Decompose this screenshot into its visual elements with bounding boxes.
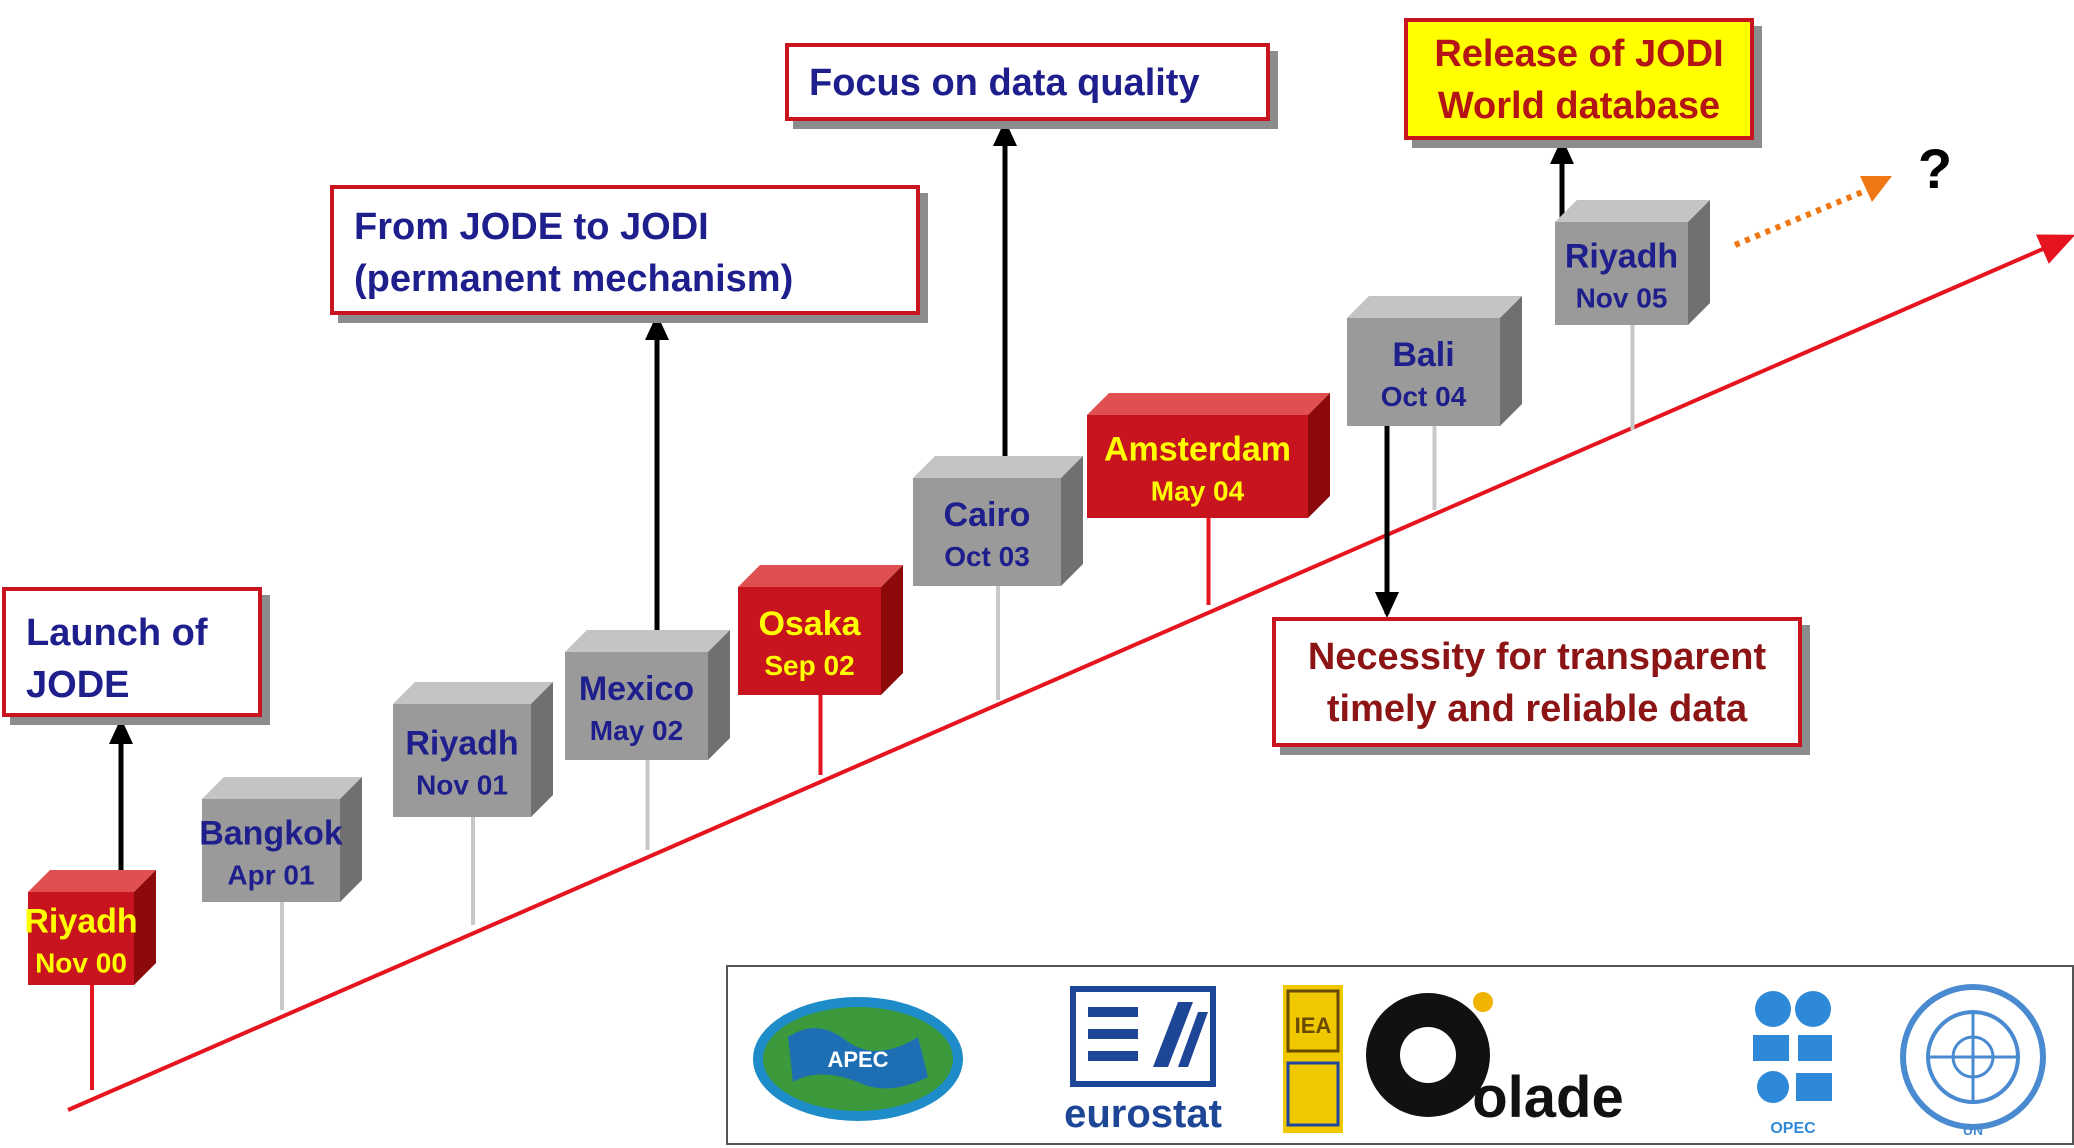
milestone-face — [393, 704, 531, 817]
milestone-date: Oct 04 — [1381, 381, 1467, 412]
callout-launch: Launch of JODE — [2, 587, 262, 717]
apec-logo: APEC — [753, 997, 963, 1121]
eurostat-logo: eurostat — [1064, 986, 1222, 1136]
milestone-face — [913, 478, 1061, 586]
up-arrow-icon-head — [645, 314, 669, 340]
milestone-city: Riyadh — [405, 725, 518, 763]
milestone-city: Mexico — [579, 670, 694, 708]
milestone-date: Apr 01 — [227, 860, 314, 891]
callout-jode-to-jodi: From JODE to JODI (permanent mechanism) — [330, 185, 920, 315]
callout-release: Release of JODI World database — [1404, 18, 1754, 140]
milestone-face — [1555, 222, 1688, 325]
milestone-date: Nov 01 — [416, 770, 508, 801]
milestone-date: Sep 02 — [764, 650, 854, 681]
callout-release-line1: Release of JODI — [1434, 33, 1724, 75]
callout-data-quality: Focus on data quality — [785, 43, 1270, 121]
iea-logo: IEA — [1283, 985, 1343, 1133]
milestone-date: May 04 — [1151, 476, 1245, 507]
milestone-face — [1087, 415, 1308, 518]
un-logo: UN — [1900, 984, 2046, 1138]
milestone-date: Oct 03 — [944, 541, 1030, 572]
partner-logos: APEC eurostat IEA olade — [726, 965, 2074, 1145]
dotted-arrow-icon — [1733, 185, 1874, 248]
milestone-city: Amsterdam — [1104, 431, 1291, 469]
milestone-date: May 02 — [590, 715, 683, 746]
milestone-city: Riyadh — [24, 903, 137, 941]
up-arrow-icon-head — [109, 718, 133, 744]
callout-release-line2: World database — [1437, 85, 1721, 127]
callout-necessity-line1: Necessity for transparent — [1307, 636, 1767, 678]
milestone-face — [202, 799, 340, 902]
milestone-city: Osaka — [758, 605, 861, 643]
milestone-date: Nov 00 — [35, 948, 127, 979]
callout-launch-line1: Launch of — [26, 612, 208, 654]
callout-launch-line2: JODE — [26, 664, 130, 706]
callout-jode-to-jodi-line2: (permanent mechanism) — [354, 258, 794, 300]
milestone-city: Bangkok — [199, 815, 343, 853]
callout-data-quality-line1: Focus on data quality — [809, 62, 1200, 104]
up-arrow-icon-head — [1550, 138, 1574, 164]
callout-jode-to-jodi-line1: From JODE to JODI — [354, 206, 709, 248]
milestone-date: Nov 05 — [1576, 283, 1668, 314]
down-arrow-icon-head — [1375, 592, 1399, 618]
eurostat-logo-text: eurostat — [1064, 1092, 1222, 1136]
dotted-arrow-head — [1860, 176, 1892, 202]
milestone-city: Cairo — [944, 496, 1031, 534]
up-arrow-icon-head — [993, 120, 1017, 146]
milestone-face — [565, 652, 708, 760]
olade-logo-text: olade — [1472, 1065, 1624, 1130]
un-logo-text: UN — [1963, 1122, 1983, 1138]
iea-logo-text: IEA — [1295, 1013, 1332, 1038]
apec-logo-text: APEC — [827, 1047, 888, 1072]
future-question-mark: ? — [1918, 137, 1952, 200]
timeline-line — [67, 234, 2074, 1112]
opec-logo-text: OPEC — [1770, 1120, 1816, 1137]
milestone-city: Riyadh — [1565, 238, 1678, 276]
milestone-face — [28, 892, 134, 985]
callout-necessity: Necessity for transparent timely and rel… — [1272, 617, 1802, 747]
callout-necessity-line2: timely and reliable data — [1326, 688, 1748, 730]
milestone-city: Bali — [1392, 336, 1454, 374]
milestone-face — [1347, 318, 1500, 426]
olade-logo: olade — [1366, 992, 1624, 1130]
opec-logo: OPEC — [1753, 991, 1832, 1137]
milestone-face — [738, 587, 881, 695]
